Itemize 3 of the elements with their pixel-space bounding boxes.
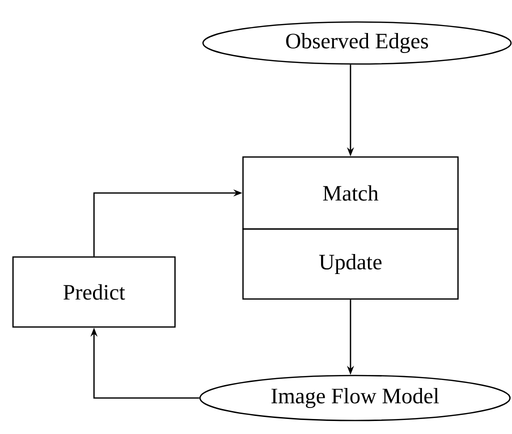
process-box: Predict: [12, 256, 176, 328]
process-box: Match: [242, 156, 459, 230]
process-box: Update: [242, 228, 459, 300]
